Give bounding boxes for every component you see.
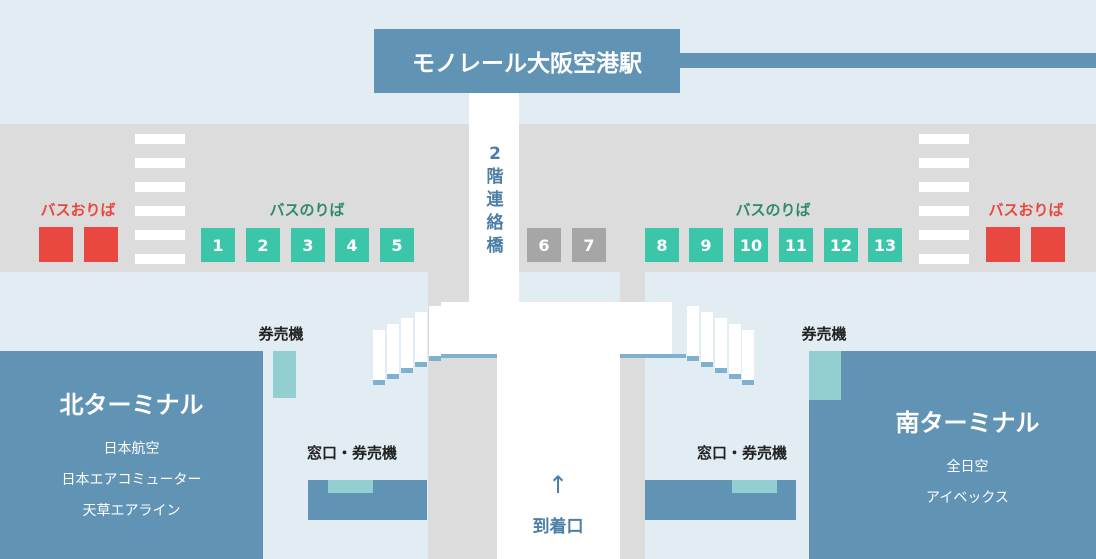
stair-step xyxy=(742,330,754,385)
crosswalk-right xyxy=(919,134,969,264)
north-terminal-title: 北ターミナル xyxy=(59,391,204,419)
stair-step xyxy=(687,306,699,361)
monorail-line xyxy=(680,53,1096,68)
bus-stop-8[interactable]: 8 xyxy=(645,228,679,262)
counter-label: 窓口・券売機 xyxy=(306,444,398,462)
pickup-label-right: バスのりば xyxy=(735,201,811,219)
bus-stop-6[interactable]: 6 xyxy=(527,228,561,262)
dropoff-bay xyxy=(1031,227,1065,262)
stair-step xyxy=(373,330,385,385)
counter-ticket-area xyxy=(328,480,373,493)
arrival-gate-label[interactable]: 到着口 xyxy=(532,517,584,537)
bus-stop-2[interactable]: 2 xyxy=(246,228,280,262)
south-terminal-title: 南ターミナル xyxy=(895,409,1040,437)
bus-stop-5[interactable]: 5 xyxy=(380,228,414,262)
pedestrian-bridge xyxy=(469,93,519,308)
bus-stop-13[interactable]: 13 xyxy=(868,228,902,262)
ticket-machine-label: 券売機 xyxy=(801,325,847,343)
bus-stop-9[interactable]: 9 xyxy=(689,228,723,262)
dropoff-label-right: バスおりば xyxy=(988,201,1064,219)
stair-step xyxy=(701,312,713,367)
stair-step xyxy=(387,324,399,379)
bridge-gap xyxy=(519,272,620,302)
bus-stop-10[interactable]: 10 xyxy=(734,228,768,262)
north-terminal[interactable]: 北ターミナル 日本航空 日本エアコミューター 天草エアライン xyxy=(0,351,263,559)
dropoff-bay xyxy=(39,227,73,262)
bus-stop-4[interactable]: 4 xyxy=(335,228,369,262)
ticket-machine-north xyxy=(273,351,296,398)
monorail-station[interactable]: モノレール大阪空港駅 xyxy=(374,29,680,93)
dropoff-bay xyxy=(84,227,118,262)
bus-stop-11[interactable]: 11 xyxy=(779,228,813,262)
arrow-up-icon: ↑ xyxy=(547,471,569,499)
bus-stop-1[interactable]: 1 xyxy=(201,228,235,262)
dropoff-label-left: バスおりば xyxy=(40,201,116,219)
ticket-machine-south xyxy=(809,351,841,400)
stair-step xyxy=(401,318,413,373)
airline: 日本航空 xyxy=(103,441,160,457)
stair-step xyxy=(715,318,727,373)
counter-label: 窓口・券売機 xyxy=(696,444,788,462)
airline: 日本エアコミューター xyxy=(61,472,202,488)
arrival-corridor xyxy=(497,356,620,559)
ticket-machine-label: 券売機 xyxy=(258,325,304,343)
crosswalk-left xyxy=(135,134,185,264)
airline: アイベックス xyxy=(926,490,1009,506)
bus-stop-3[interactable]: 3 xyxy=(291,228,325,262)
bus-stop-7[interactable]: 7 xyxy=(572,228,606,262)
dropoff-bay xyxy=(986,227,1020,262)
bus-stop-12[interactable]: 12 xyxy=(824,228,858,262)
landing-edge xyxy=(441,354,497,358)
bridge-landing xyxy=(441,302,672,356)
landing-edge xyxy=(620,354,686,358)
stair-step xyxy=(429,306,441,361)
airline: 天草エアライン xyxy=(82,503,181,519)
counter-ticket-area xyxy=(732,480,777,493)
south-terminal[interactable]: 南ターミナル 全日空 アイベックス xyxy=(809,351,1096,559)
pickup-label-left: バスのりば xyxy=(269,201,345,219)
stair-step xyxy=(729,324,741,379)
stair-step xyxy=(415,312,427,367)
airline: 全日空 xyxy=(946,459,989,475)
